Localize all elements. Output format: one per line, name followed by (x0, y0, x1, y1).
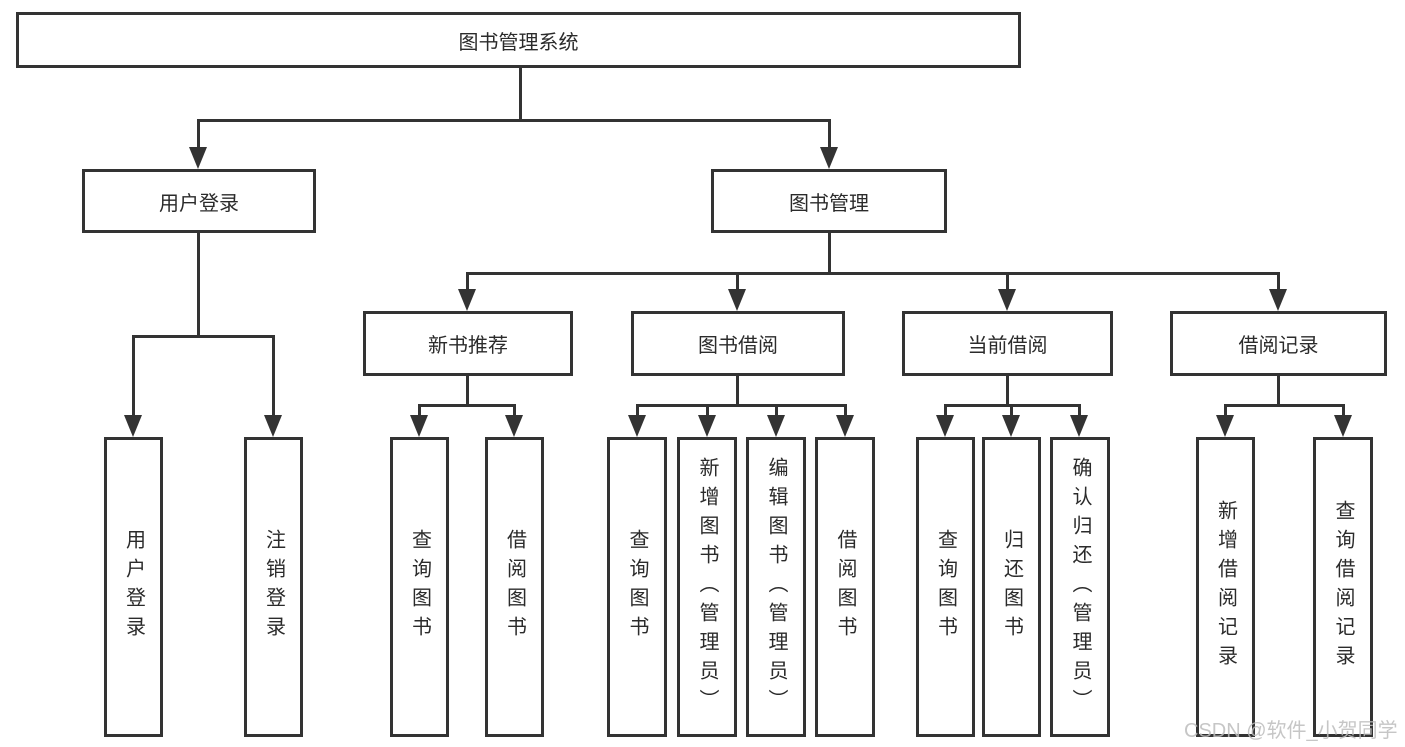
connector-stem (736, 272, 739, 291)
arrow-down (124, 415, 142, 437)
arrow-down (189, 147, 207, 169)
connector-current-borrow-stem (1006, 376, 1009, 407)
arrow-down (998, 289, 1016, 311)
leaf-query-books-newbooks: 查询图书 (390, 437, 449, 737)
leaf-label: 归还图书 (1000, 529, 1023, 645)
connector-stem (944, 404, 947, 416)
connector-stem (1277, 272, 1280, 291)
connector-stem (418, 404, 421, 416)
leaf-label: 用户登录 (122, 529, 145, 645)
connector-level3-bus (466, 272, 1280, 275)
connector-user-login-stem (197, 233, 200, 336)
leaf-add-book-admin: 新增图书（管理员） (677, 437, 737, 737)
arrow-down (1070, 415, 1088, 437)
connector-stem (272, 335, 275, 416)
leaf-label: 借阅图书 (834, 529, 856, 645)
node-label: 借阅记录 (1238, 335, 1319, 357)
leaf-confirm-return-admin: 确认归还（管理员） (1050, 437, 1110, 737)
connector-stem (466, 272, 469, 291)
node-new-book-recommend: 新书推荐 (363, 311, 573, 376)
leaf-query-books-borrow: 查询图书 (607, 437, 667, 737)
node-user-login: 用户登录 (82, 169, 316, 233)
leaf-label: 查询图书 (934, 529, 957, 645)
leaf-query-books-current: 查询图书 (916, 437, 975, 737)
leaf-label: 新增借阅记录 (1214, 500, 1237, 674)
leaf-add-borrow-record: 新增借阅记录 (1196, 437, 1255, 737)
node-book-borrow: 图书借阅 (631, 311, 845, 376)
leaf-user-login: 用户登录 (104, 437, 163, 737)
connector-stem (513, 404, 516, 416)
leaf-label: 查询图书 (626, 529, 648, 645)
node-label: 用户登录 (159, 192, 239, 215)
arrow-down (1334, 415, 1352, 437)
connector-new-books-stem (466, 376, 469, 407)
node-borrow-records: 借阅记录 (1170, 311, 1387, 376)
connector-stem (828, 119, 831, 149)
arrow-down (1269, 289, 1287, 311)
leaf-borrow-books-borrow: 借阅图书 (815, 437, 875, 737)
node-label: 当前借阅 (967, 335, 1048, 357)
connector-stem (636, 404, 639, 416)
node-current-borrow: 当前借阅 (902, 311, 1113, 376)
connector-root-stem (519, 68, 522, 120)
node-label: 图书借阅 (698, 335, 778, 357)
leaf-query-borrow-record: 查询借阅记录 (1313, 437, 1373, 737)
connector-book-borrow-stem (736, 376, 739, 407)
leaf-borrow-books-newbooks: 借阅图书 (485, 437, 544, 737)
csdn-watermark: CSDN @软件_小贺同学 (1184, 720, 1398, 742)
node-label: 新书推荐 (428, 335, 508, 357)
connector-book-mgmt-stem (828, 233, 831, 275)
connector-stem (197, 119, 200, 149)
connector-stem (132, 335, 135, 416)
arrow-down (820, 147, 838, 169)
connector-book-borrow-bus (636, 404, 846, 407)
arrow-down (1216, 415, 1234, 437)
connector-stem (775, 404, 778, 416)
connector-new-books-bus (418, 404, 516, 407)
node-label: 图书管理系统 (458, 31, 579, 54)
connector-level2-bus (197, 119, 830, 122)
node-root: 图书管理系统 (16, 12, 1021, 68)
arrow-down (767, 415, 785, 437)
leaf-label: 注销登录 (262, 529, 285, 645)
arrow-down (628, 415, 646, 437)
leaf-label: 确认归还（管理员） (1069, 456, 1091, 718)
leaf-label: 新增图书（管理员） (696, 456, 718, 718)
leaf-edit-book-admin: 编辑图书（管理员） (746, 437, 806, 737)
leaf-label: 借阅图书 (503, 529, 526, 645)
connector-stem (706, 404, 709, 416)
leaf-label: 查询图书 (408, 529, 431, 645)
leaf-logout-login: 注销登录 (244, 437, 303, 737)
connector-user-login-bus (132, 335, 275, 338)
arrow-down (836, 415, 854, 437)
connector-borrow-records-bus (1224, 404, 1344, 407)
leaf-return-book: 归还图书 (982, 437, 1041, 737)
node-label: 图书管理 (789, 192, 869, 215)
connector-stem (1078, 404, 1081, 416)
connector-borrow-records-stem (1277, 376, 1280, 407)
connector-stem (844, 404, 847, 416)
arrow-down (410, 415, 428, 437)
connector-stem (1006, 272, 1009, 291)
leaf-label: 查询借阅记录 (1332, 500, 1354, 674)
arrow-down (505, 415, 523, 437)
arrow-down (728, 289, 746, 311)
connector-stem (1010, 404, 1013, 416)
leaf-label: 编辑图书（管理员） (765, 456, 787, 718)
connector-stem (1342, 404, 1345, 416)
connector-stem (1224, 404, 1227, 416)
arrow-down (458, 289, 476, 311)
arrow-down (264, 415, 282, 437)
arrow-down (698, 415, 716, 437)
arrow-down (936, 415, 954, 437)
arrow-down (1002, 415, 1020, 437)
node-book-management: 图书管理 (711, 169, 947, 233)
